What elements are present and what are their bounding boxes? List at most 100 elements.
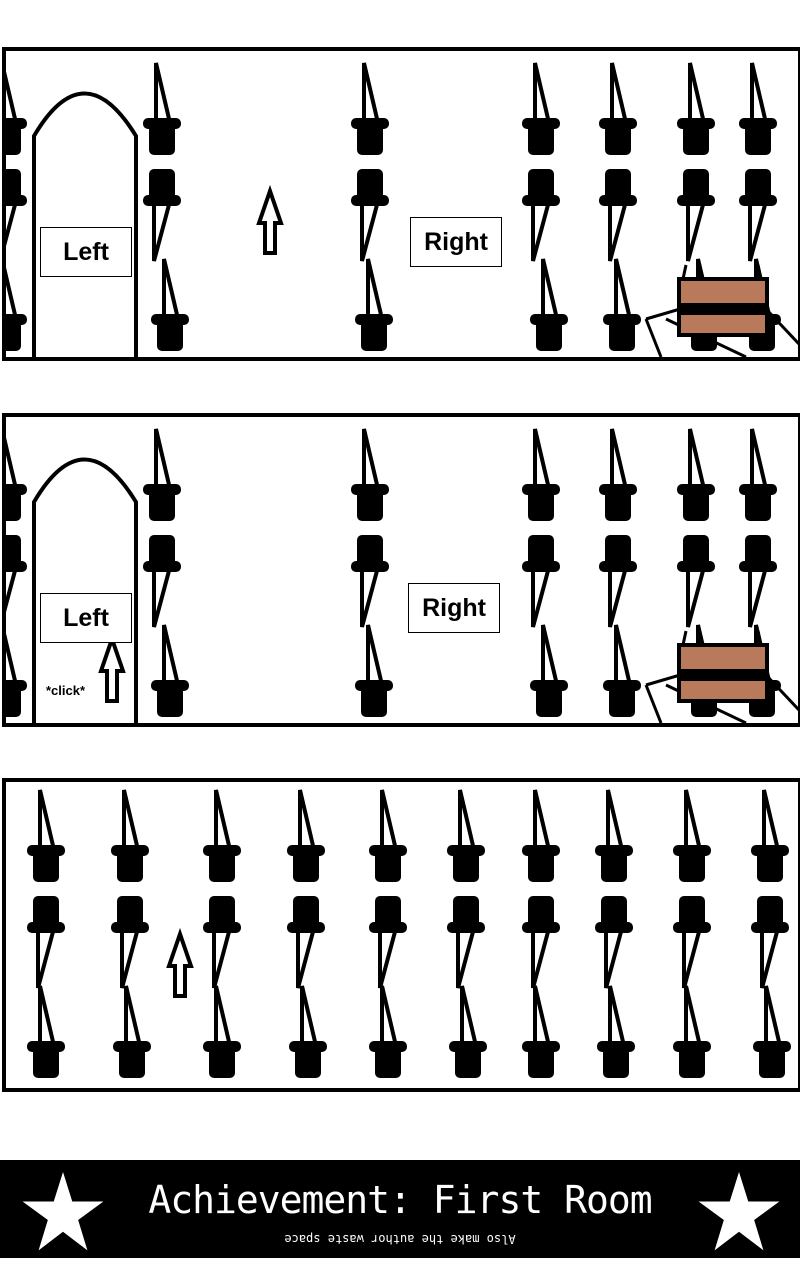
left-door-button[interactable]: Left [40,593,132,643]
spike-blade [608,565,629,628]
spike-trap [351,535,389,628]
treasure-chest [677,630,769,703]
spike-blade [124,985,143,1048]
spike-base [455,1046,481,1078]
spike-base [117,896,143,928]
left-door-button[interactable]: Left [40,227,132,277]
spike-trap [6,71,27,155]
spike-base [6,319,21,351]
spike-trap [447,789,485,882]
spike-blade [541,258,560,321]
spike-base [683,489,709,521]
spike-trap [111,789,149,882]
spike-crossbar [677,118,715,129]
spike-blade [610,62,629,125]
spike-base [117,850,143,882]
spike-crossbar [739,484,777,495]
right-button[interactable]: Right [410,217,502,267]
spike-trap [369,896,407,989]
spike-crossbar [673,922,711,933]
spike-trap [677,62,715,155]
spike-crossbar [111,922,149,933]
spike-trap [27,789,65,882]
spike-crossbar [599,561,637,572]
platform [644,318,663,357]
achievement-banner: Achievement: First Room Also make the au… [0,1160,800,1258]
spike-blade [366,258,385,321]
spike-blade [456,926,477,989]
spike-crossbar [355,680,393,691]
spike-base [757,850,783,882]
spike-blade [214,789,233,852]
spike-base [149,489,175,521]
spike-crossbar [595,922,633,933]
spike-base [601,850,627,882]
spike-crossbar [143,484,181,495]
spike-trap [143,428,181,521]
spike-crossbar [447,922,485,933]
spike-trap [753,985,791,1078]
right-button[interactable]: Right [408,583,500,633]
spike-blade [684,789,703,852]
spike-crossbar [27,1041,65,1052]
spike-base [605,535,631,567]
spike-base [6,535,21,567]
spike-crossbar [355,314,393,325]
spike-trap [751,789,789,882]
spike-base [375,896,401,928]
spike-base [157,319,183,351]
spike-blade [748,565,769,628]
spike-crossbar [449,1041,487,1052]
spike-base [528,169,554,201]
spike-crossbar [113,1041,151,1052]
spike-crossbar [369,845,407,856]
spike-crossbar [143,561,181,572]
spike-blade [458,789,477,852]
spike-trap [203,789,241,882]
spike-trap [369,985,407,1078]
spike-blade [300,985,319,1048]
spike-trap [369,789,407,882]
spike-trap [603,258,641,351]
spike-crossbar [677,561,715,572]
spike-base [157,685,183,717]
spike-trap [6,169,27,247]
spike-blade [36,926,57,989]
spike-crossbar [677,484,715,495]
spike-crossbar [143,195,181,206]
spike-base [679,896,705,928]
spike-crossbar [603,314,641,325]
spike-trap [351,62,389,155]
spike-trap [739,62,777,155]
spike-trap [599,62,637,155]
spike-trap [599,428,637,521]
chest-lid-edge [756,630,763,646]
spike-blade [608,985,627,1048]
spike-trap [739,428,777,521]
spike-base [536,319,562,351]
spike-trap [111,896,149,989]
chest-lid-edge [681,264,688,280]
spike-blade [122,789,141,852]
spike-base [6,169,21,201]
spike-crossbar [6,680,27,691]
spike-trap [351,428,389,521]
spike-blade [6,565,19,613]
spike-trap [530,624,568,717]
spike-base [6,123,21,155]
spike-base [293,896,319,928]
cursor-arrow-icon [98,632,126,703]
spike-room-scene [27,789,791,1078]
spike-blade [533,789,552,852]
spike-trap [522,896,560,989]
spike-blade [748,199,769,262]
spike-crossbar [597,1041,635,1052]
spike-trap [113,985,151,1078]
spike-blade [764,985,783,1048]
spike-base [679,1046,705,1078]
spike-blade [6,199,19,247]
spike-base [601,896,627,928]
spike-blade [614,258,633,321]
spike-crossbar [595,845,633,856]
spike-trap [599,535,637,628]
